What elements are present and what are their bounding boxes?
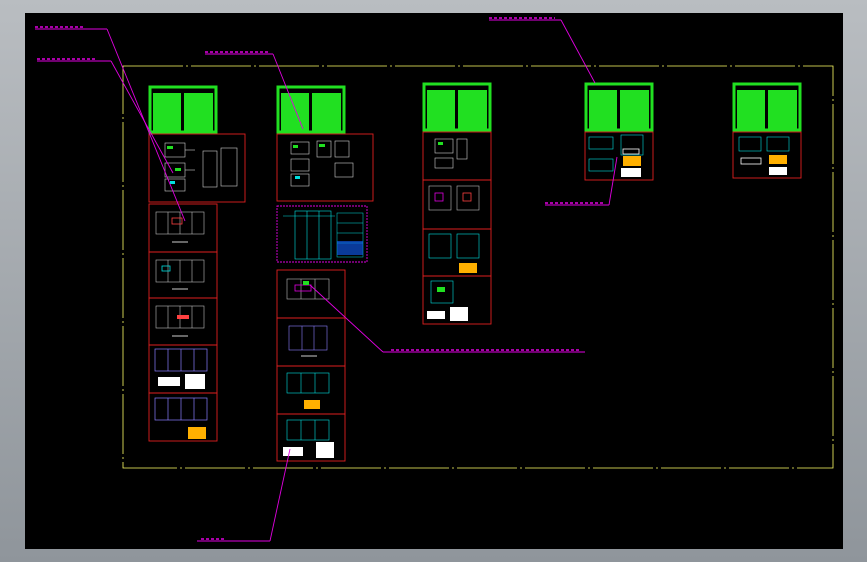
sheet-4-1[interactable] [584,131,654,181]
sheet-5-1-highlight [769,155,787,164]
title-block-2-panel-b [312,91,341,131]
title-block-4-panel-a [589,88,617,129]
sheet-1-1[interactable] [148,133,246,203]
sheet-1-2-mark [171,217,183,225]
leader-3 [272,53,304,130]
sheet-4-1-highlight [623,156,641,166]
leader-6 [309,284,384,353]
sheet-5-1-mark [740,157,762,165]
title-block-4-header [589,86,649,90]
sheet-2-4-plan [288,325,328,351]
sheet-3-3-highlight [459,263,477,273]
sheet-2-5-highlight [304,400,320,409]
sheet-5-1-stamp [769,167,787,175]
sheet-2-6-plan [286,419,330,441]
column-2 [276,85,374,462]
sheet-1-6-highlight [188,427,206,439]
sheet-1-3-mark [161,265,171,272]
title-block-3-header [427,86,487,90]
leader-lines [35,19,618,542]
sheet-3-4-accent [437,287,445,292]
title-block-3-panel-a [427,88,455,129]
sheet-1-6[interactable] [148,392,218,442]
sheet-4-1-plans [588,134,644,172]
sheet-1-1-detail [164,142,238,192]
sheet-2-2-notes [337,241,363,255]
title-block-2-header [281,89,341,93]
sheet-1-4-mark [177,315,189,319]
column-4 [584,82,654,181]
title-block-5-panel-a [737,88,765,129]
sheet-3-2-mark-a [434,192,444,202]
sheet-2-6[interactable] [276,413,346,462]
column-5 [732,82,802,179]
column-3 [422,82,492,325]
sheet-1-5-plan [154,348,208,372]
sheet-4-1-stamp [621,168,641,177]
sheet-2-3-accent [303,281,309,285]
title-block-5-panel-b [768,88,797,129]
title-block-4-panel-b [620,88,649,129]
leader-4 [560,19,596,84]
sheet-1-4-plan [155,305,205,329]
sheet-1-6-plan [154,397,208,421]
sheet-1-4[interactable] [148,297,218,346]
sheet-3-1-detail [434,138,468,169]
sheet-1-2-plan [155,211,205,235]
sheet-2-4[interactable] [276,317,346,367]
leader-5 [608,156,618,206]
sheet-1-2[interactable] [148,203,218,253]
sheet-2-6-legend [283,447,303,456]
sheet-3-1-accent [438,142,443,145]
sheet-3-2-plans [428,185,480,211]
leader-2 [110,60,174,174]
title-block-1-header [153,89,213,93]
leader-7 [269,448,291,542]
column-1 [148,85,246,442]
sheet-2-2[interactable] [276,205,368,263]
sheet-1-1-accents [167,146,181,184]
sheet-5-1[interactable] [732,131,802,179]
sheet-2-1-detail [290,140,354,187]
sheet-3-4-legend [427,311,445,319]
sheet-2-5-plan [286,372,330,394]
sheet-3-4-plan [430,280,454,304]
sheet-1-5-legend [158,377,180,386]
sheet-3-4-stamp [450,307,468,321]
sheet-1-5-stamp [185,374,205,389]
sheet-2-3-mark [294,284,312,292]
cad-canvas[interactable] [25,13,843,549]
sheet-1-3[interactable] [148,251,218,299]
cad-drawing-viewport[interactable] [25,13,843,549]
leader-label-marks [35,17,605,540]
title-block-1-panel-a [153,91,181,131]
sheet-2-1[interactable] [276,133,374,202]
sheet-2-1-accents [293,144,325,179]
sheet-3-4[interactable] [422,275,492,325]
sheet-3-3-plans [428,233,480,259]
title-block-3-panel-b [458,88,487,129]
sheet-3-2-mark-b [462,192,472,202]
title-block-2-panel-a [281,91,309,131]
sheet-5-1-plans [738,136,790,152]
sheet-2-6-stamp [316,442,334,458]
title-block-1-panel-b [184,91,213,131]
drawing-border [122,65,834,469]
sheet-4-1-mark [622,148,640,155]
title-block-5-header [737,86,797,90]
sheet-2-2-elevation [283,210,335,260]
